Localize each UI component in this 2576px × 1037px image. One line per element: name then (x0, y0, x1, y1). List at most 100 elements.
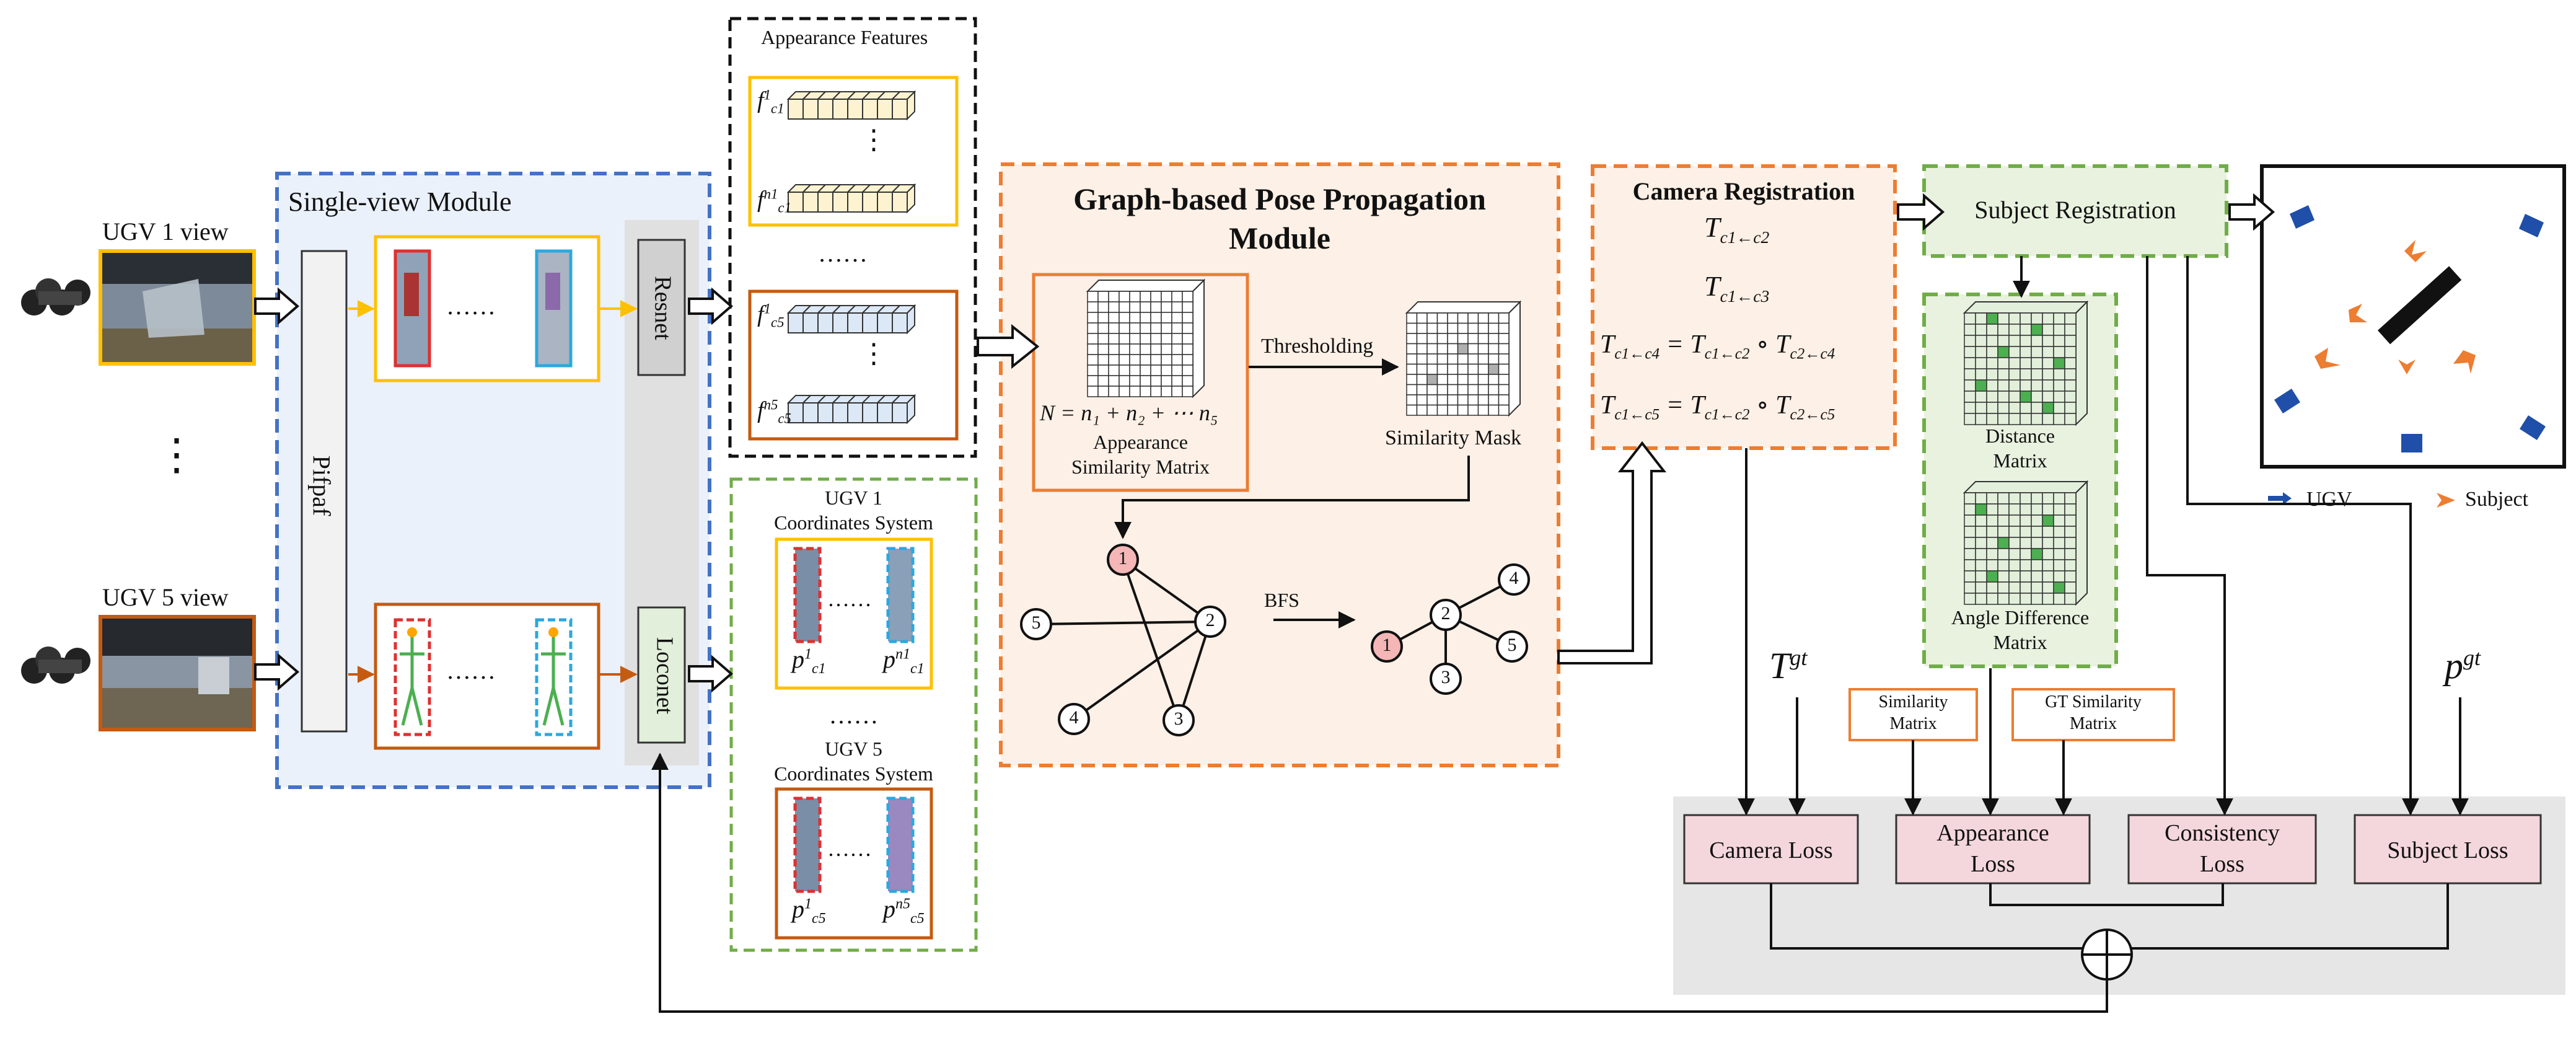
gt-similarity-label-1: GT Similarity (2045, 692, 2142, 712)
subject-map-icon (2314, 348, 2341, 369)
coords-ugv1-dots: …… (827, 586, 872, 611)
graph-edges-left (1035, 558, 1211, 721)
loconet-box (637, 606, 686, 744)
map-content (2268, 205, 2546, 508)
node-right-label: 1 (1382, 635, 1392, 655)
ugv-map-icon (2520, 415, 2546, 440)
consistency-loss-label-2: Loss (2200, 851, 2244, 877)
appearance-matrix-label-1: Appearance (1093, 431, 1188, 453)
graph-module-title-1: Graph-based Pose Propagation (1073, 182, 1486, 216)
camera-eq-1: Tc1←c2 (1704, 211, 1770, 247)
map-obstacle (2377, 266, 2462, 345)
node-left-label: 5 (1031, 612, 1041, 633)
ugv1-crops-dots: …… (446, 292, 496, 320)
feature-vectors (786, 90, 917, 425)
distance-matrix-grid (1963, 300, 2089, 426)
node-left-1 (1107, 544, 1139, 576)
ugv1-view-image (99, 249, 256, 366)
pose-label-c5-n5: pn5c5 (883, 895, 925, 927)
pose-label-c5-1: p1c5 (792, 895, 826, 927)
legend-subject-label: Subject (2465, 488, 2528, 511)
gt-similarity-label-2: Matrix (2069, 714, 2117, 733)
loconet-label: Loconet (651, 637, 678, 715)
thin-arrows (651, 256, 2469, 1013)
appearance-features-title: Appearance Features (761, 26, 928, 48)
ugv-map-icon (2274, 389, 2300, 413)
angle-matrix-label-2: Matrix (1993, 631, 2047, 653)
feature-label-c5-1: f1c5 (757, 301, 785, 330)
thresholding-label: Thresholding (1261, 335, 1374, 358)
node-left-2 (1194, 606, 1226, 638)
person-crops-ugv1 (393, 249, 573, 368)
node-left-label: 4 (1069, 707, 1079, 728)
subject-map-icon (2453, 350, 2476, 374)
appearance-loss-box (1895, 814, 2091, 885)
distance-matrix-label-2: Matrix (1993, 449, 2047, 472)
appearance-similarity-grid (1086, 278, 1206, 399)
node-right-5 (1496, 630, 1528, 663)
subject-map-icon (2398, 360, 2416, 374)
ugv-map-icon (2519, 214, 2544, 237)
camera-eq-3: Tc1←c4 = Tc1←c2 ∘ Tc2←c4 (1600, 330, 1835, 363)
node-left-label: 1 (1118, 548, 1128, 568)
node-left-label: 2 (1205, 610, 1215, 630)
appearance-matrix-label-2: Similarity Matrix (1071, 456, 1210, 478)
coords-ugv5-sub: Coordinates System (774, 762, 933, 785)
node-left-5 (1020, 608, 1052, 640)
gt-similarity-box (2011, 688, 2175, 741)
subject-loss-label: Subject Loss (2387, 837, 2508, 863)
robot-icon-bottom (21, 646, 90, 684)
pose-label-c1-1: p1c1 (792, 645, 826, 677)
ugv-icons (2274, 205, 2546, 452)
ugv5-view-label: UGV 5 view (102, 583, 229, 611)
feature-label-c1-n1: fn1c1 (757, 186, 791, 216)
similarity-mask-grid (1405, 300, 1522, 417)
angle-matrix-label-1: Angle Difference (1951, 606, 2090, 629)
ugv-map-icon (2401, 434, 2422, 452)
node-right-label: 4 (1509, 568, 1519, 588)
node-right-label: 2 (1441, 603, 1451, 624)
subject-registration-title: Subject Registration (1974, 196, 2176, 224)
node-right-3 (1430, 663, 1462, 695)
camera-eq-2: Tc1←c3 (1704, 270, 1770, 306)
camera-registration-frame (1591, 164, 1897, 450)
coords-ugv5-title: UGV 5 (825, 738, 882, 760)
pifpaf-bar (301, 250, 348, 733)
consistency-loss-label-1: Consistency (2165, 820, 2280, 846)
camera-loss-label: Camera Loss (1709, 837, 1833, 863)
resnet-box (637, 239, 686, 376)
feature-label-c1-1: f1c1 (757, 87, 785, 117)
resnet-label: Resnet (649, 276, 676, 340)
node-right-label: 3 (1441, 667, 1451, 687)
bfs-to-camera-arrow (1557, 441, 1667, 664)
node-right-label: 5 (1507, 635, 1517, 655)
features-dots: …… (818, 239, 868, 267)
bfs-label: BFS (1264, 589, 1299, 611)
similarity-matrix-label-1: Similarity (1878, 692, 1948, 712)
node-left-label: 3 (1174, 708, 1184, 729)
legend-subject-icon (2437, 493, 2455, 508)
views-ellipsis: ⋮ (155, 431, 198, 479)
ugv5-crops-dots: …… (446, 656, 496, 684)
ugv5-view-image (99, 615, 256, 731)
coords-middle-dots: …… (829, 701, 879, 729)
coords-ugv1-sub: Coordinates System (774, 511, 933, 534)
consistency-loss-box (2127, 814, 2317, 885)
sum-node (2081, 929, 2133, 981)
features-vdots-bottom: ⋮ (860, 338, 887, 369)
distance-matrix-label-1: Distance (1985, 425, 2055, 447)
hollow-arrows (254, 193, 2275, 693)
single-view-title: Single-view Module (288, 187, 512, 217)
graph-nodes-right (1371, 563, 1530, 695)
node-left-3 (1163, 704, 1195, 736)
t-gt-label: Tgt (1769, 645, 1808, 686)
angle-difference-grid (1963, 480, 2089, 606)
camera-eq-4: Tc1←c5 = Tc1←c2 ∘ Tc2←c5 (1600, 391, 1835, 423)
ugv1-view-label: UGV 1 view (102, 218, 229, 245)
pose-label-c1-n1: pn1c1 (883, 645, 925, 677)
skeleton-crops-ugv5 (393, 618, 573, 736)
camera-registration-title: Camera Registration (1632, 177, 1855, 205)
subject-map-icon (2404, 240, 2427, 262)
